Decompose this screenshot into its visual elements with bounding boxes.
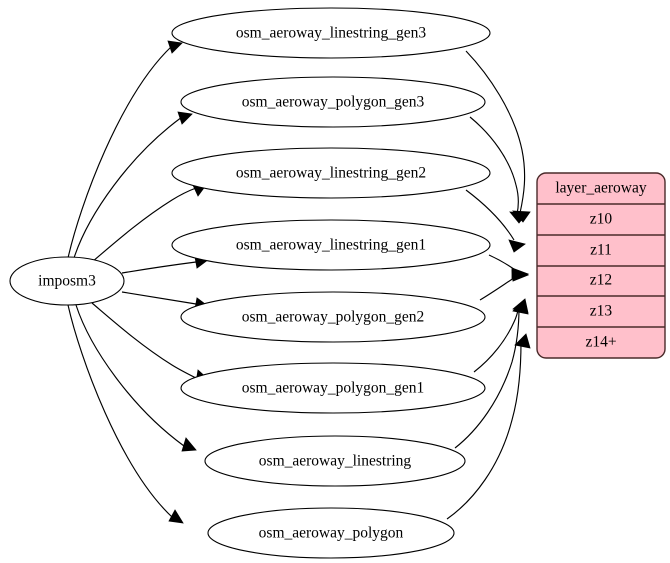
- node-osm-aeroway-linestring-gen1[interactable]: osm_aeroway_linestring_gen1: [171, 219, 491, 271]
- node-label: osm_aeroway_polygon_gen3: [242, 94, 425, 111]
- node-label: osm_aeroway_linestring_gen3: [236, 25, 427, 42]
- node-label: osm_aeroway_linestring: [259, 453, 412, 470]
- edge-polygon-gen2-to-z12: [479, 275, 518, 301]
- edge-imposm3-to-linestring: [75, 304, 185, 447]
- node-ellipse[interactable]: [171, 219, 491, 271]
- arrowhead-linestring-gen3: [167, 40, 183, 54]
- table-header-label: layer_aeroway: [555, 180, 646, 197]
- node-ellipse[interactable]: [171, 147, 491, 199]
- table-row-z10[interactable]: z10: [590, 211, 613, 228]
- edge-polygon-to-z14plus: [446, 341, 522, 520]
- imposm3-label: imposm3: [38, 273, 96, 290]
- edge-imposm3-to-polygon: [67, 304, 173, 518]
- edge-linestring-to-z13: [454, 307, 520, 449]
- arrowhead-z10-b: [509, 211, 528, 224]
- edge-imposm3-to-linestring-gen2: [91, 187, 197, 263]
- edge-polygon-gen3-to-z10: [469, 116, 519, 215]
- table-row-z14plus[interactable]: z14+: [585, 334, 616, 351]
- edge-group-tables-to-layer: [446, 50, 531, 520]
- edge-imposm3-to-polygon-gen1: [91, 302, 197, 379]
- node-ellipse[interactable]: [180, 76, 486, 128]
- node-imposm3[interactable]: imposm3: [9, 256, 125, 306]
- edge-imposm3-to-linestring-gen1: [121, 261, 197, 274]
- node-layer-aeroway-table[interactable]: layer_aeroway z10 z11 z12 z13 z14+: [536, 172, 666, 359]
- arrowhead-polygon-gen3: [177, 111, 193, 125]
- edge-linestring-gen2-to-z11: [465, 189, 515, 241]
- node-osm-aeroway-linestring-gen3[interactable]: osm_aeroway_linestring_gen3: [171, 7, 491, 59]
- edge-imposm3-to-linestring-gen3: [67, 45, 173, 259]
- table-row-z11[interactable]: z11: [590, 242, 612, 259]
- node-ellipse[interactable]: [204, 435, 466, 487]
- arrowhead-z11: [508, 239, 526, 253]
- edge-imposm3-to-polygon-gen2: [121, 291, 197, 305]
- node-label: osm_aeroway_polygon_gen1: [242, 380, 425, 397]
- node-label: osm_aeroway_linestring_gen2: [236, 165, 426, 182]
- node-ellipse[interactable]: [171, 7, 491, 59]
- table-row-z12[interactable]: z12: [590, 272, 612, 289]
- edge-imposm3-to-polygon-gen3: [73, 116, 183, 259]
- node-osm-aeroway-polygon-gen2[interactable]: osm_aeroway_polygon_gen2: [180, 291, 486, 343]
- node-ellipse[interactable]: [180, 291, 486, 343]
- node-osm-aeroway-linestring[interactable]: osm_aeroway_linestring: [204, 435, 466, 487]
- node-label: osm_aeroway_polygon: [259, 525, 404, 542]
- edge-linestring-gen3-to-z10: [465, 50, 526, 214]
- node-label: osm_aeroway_linestring_gen1: [236, 237, 426, 254]
- node-osm-aeroway-polygon-gen3[interactable]: osm_aeroway_polygon_gen3: [180, 76, 486, 128]
- arrowhead-z12-b: [511, 269, 530, 282]
- node-ellipse[interactable]: [180, 362, 486, 414]
- arrowhead-polygon: [168, 509, 184, 524]
- arrowhead-z13-b: [512, 299, 529, 315]
- node-ellipse[interactable]: [207, 507, 455, 559]
- node-osm-aeroway-polygon[interactable]: osm_aeroway_polygon: [207, 507, 455, 559]
- node-label: osm_aeroway_polygon_gen2: [242, 309, 425, 326]
- node-osm-aeroway-polygon-gen1[interactable]: osm_aeroway_polygon_gen1: [180, 362, 486, 414]
- imposm3-ellipse[interactable]: [9, 256, 125, 306]
- arrowhead-linestring: [181, 437, 197, 452]
- node-osm-aeroway-linestring-gen2[interactable]: osm_aeroway_linestring_gen2: [171, 147, 491, 199]
- arrowhead-z14plus: [514, 333, 531, 349]
- table-row-z13[interactable]: z13: [590, 303, 613, 320]
